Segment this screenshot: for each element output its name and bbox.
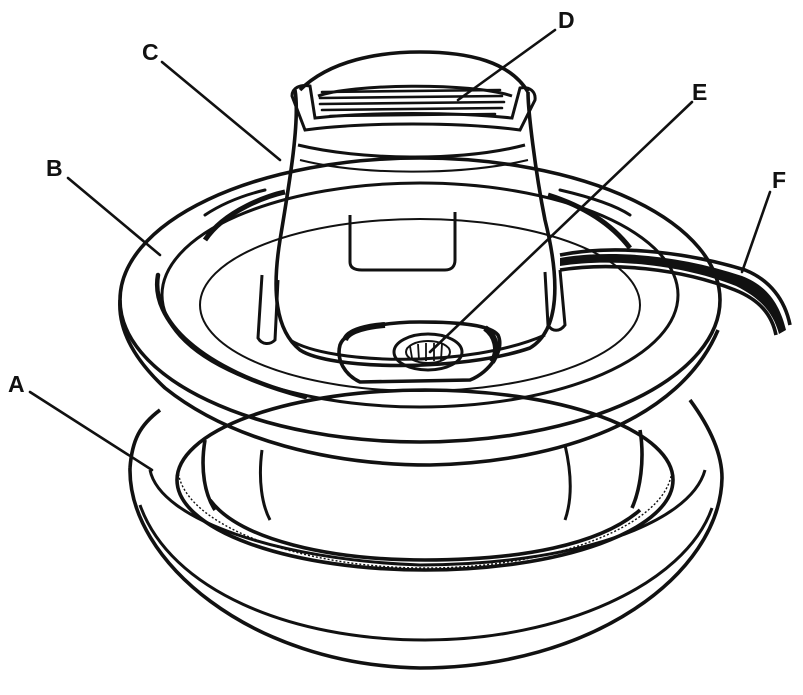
collar-inner-floor — [199, 218, 641, 392]
housing-body — [274, 89, 557, 368]
leader-line-c — [160, 60, 282, 162]
label-f: F — [772, 167, 786, 193]
housing-shoulder-line — [297, 143, 526, 159]
dial-housing-shade-right — [483, 325, 499, 364]
pad-top-rim — [148, 469, 707, 567]
plate-right-wall — [630, 429, 644, 509]
collar-outer-edge — [118, 156, 722, 444]
housing-base-lip — [289, 333, 546, 361]
cord-lower-edge — [559, 264, 778, 336]
housing-front-panel — [348, 212, 457, 272]
grip-ridge — [318, 94, 504, 100]
knurl-line — [417, 343, 420, 361]
pad-right-side — [688, 398, 724, 479]
cord-fill — [560, 253, 786, 334]
leader-line-d — [456, 28, 557, 102]
pad-bottom-contour — [128, 467, 724, 670]
label-d: D — [558, 7, 575, 33]
collar-opening-shadow-right — [547, 192, 632, 250]
label-e: E — [692, 79, 707, 105]
grip-frame — [290, 84, 537, 132]
knurl-line — [409, 345, 413, 359]
leader-line-e — [428, 100, 694, 354]
callout-labels: A B C D E F — [8, 7, 786, 397]
leader-line-a — [28, 390, 154, 472]
polishing-pad — [128, 388, 724, 670]
collar-lower-edge — [118, 299, 720, 467]
dial-wheel — [392, 332, 464, 372]
backing-plate — [201, 429, 644, 521]
leader-line-f — [740, 190, 772, 274]
collar-ring — [118, 156, 722, 467]
pad-left-side — [128, 408, 162, 469]
grip-ridge — [320, 106, 504, 112]
motor-housing — [256, 50, 567, 368]
plate-left-wall — [201, 439, 217, 511]
cord-upper-edge — [559, 248, 792, 326]
housing-left-post — [256, 274, 280, 345]
leader-line-b — [66, 176, 162, 257]
collar-highlight-left — [154, 272, 308, 400]
dial-wheel-inner — [405, 340, 451, 364]
collar-highlight-top — [203, 188, 267, 217]
collar-inner-edge — [160, 181, 680, 409]
label-a: A — [8, 371, 25, 397]
power-cord — [559, 248, 792, 336]
speed-dial — [337, 320, 502, 384]
leader-lines — [28, 28, 772, 472]
dial-housing-shade — [342, 322, 386, 342]
pad-inner-shadow — [208, 498, 642, 562]
label-c: C — [142, 39, 159, 65]
pad-hub-fuzz — [177, 469, 673, 569]
knurl-line — [440, 343, 443, 361]
collar-highlight-right — [558, 188, 632, 217]
housing-dome — [298, 50, 530, 93]
plate-rib-1 — [258, 449, 272, 521]
pad-groove — [138, 504, 714, 642]
dial-knurl — [409, 343, 443, 361]
collar-opening-shadow — [202, 189, 286, 242]
label-b: B — [46, 155, 63, 181]
plate-rib-2 — [563, 444, 572, 521]
grip-ridge — [318, 100, 506, 106]
housing-band — [299, 159, 529, 173]
grip-ridge — [328, 112, 497, 118]
